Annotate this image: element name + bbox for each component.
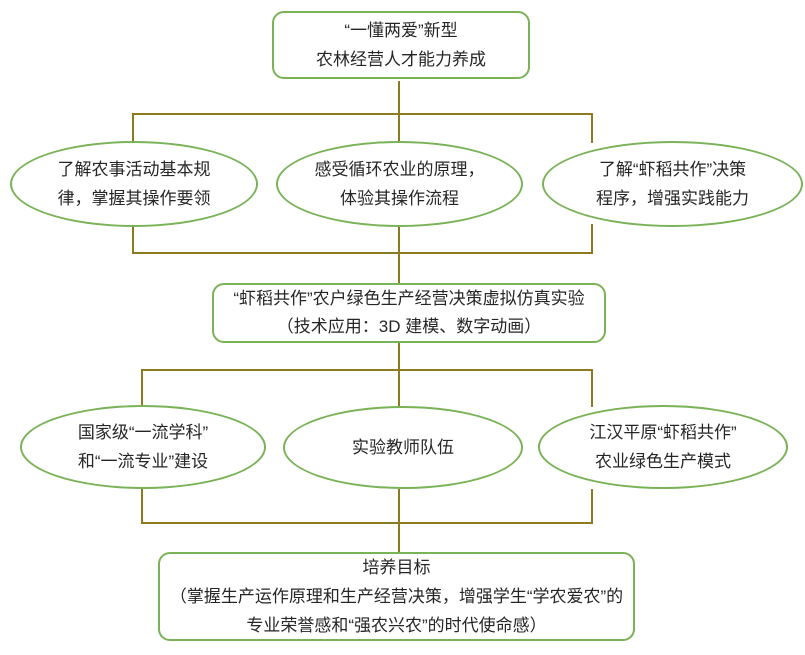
connector-row2-left-down-stub (141, 487, 143, 524)
node-text-line: 和“一流专业”建设 (77, 452, 209, 471)
node-text-line: “一懂两爱”新型 (344, 21, 458, 40)
node-text-line: 了解“虾稻共作”决策 (598, 160, 747, 179)
node-ellipse-decision-procedure: 了解“虾稻共作”决策 程序，增强实践能力 (542, 141, 803, 227)
node-text-line: 培养目标 (362, 558, 431, 577)
connector-row1-right-stub (591, 113, 593, 143)
node-virtual-simulation-experiment: “虾稻共作”农户绿色生产经营决策虚拟仿真实验 （技术应用：3D 建模、数字动画） (212, 283, 606, 343)
connector-row1-right-down-stub (591, 224, 593, 254)
connector-middle-center-vertical (398, 343, 400, 407)
node-text-line: 专业荣誉感和“强农兴农”的时代使命感） (246, 616, 547, 635)
node-training-objectives: 培养目标 （掌握生产运作原理和生产经营决策，增强学生“学农爱农”的 专业荣誉感和… (158, 552, 635, 641)
node-text-line: （技术应用：3D 建模、数字动画） (276, 317, 542, 336)
connector-merge2-center-vertical (398, 489, 400, 553)
connector-merge1-horizontal (132, 252, 593, 254)
node-text-line: 体验其操作流程 (340, 189, 459, 208)
node-ellipse-circular-agriculture: 感受循环农业的原理， 体验其操作流程 (276, 141, 523, 227)
connector-row2-left-stub (141, 369, 143, 407)
node-ellipse-green-production-model: 江汉平原“虾稻共作” 农业绿色生产模式 (538, 405, 788, 489)
node-ellipse-teacher-team: 实验教师队伍 (283, 406, 523, 489)
node-text-line: 江汉平原“虾稻共作” (589, 423, 737, 442)
node-text-line: 农业绿色生产模式 (595, 452, 731, 471)
connector-row1-left-stub (132, 113, 134, 143)
node-text-line: “虾稻共作”农户绿色生产经营决策虚拟仿真实验 (233, 289, 585, 308)
connector-row2-right-down-stub (591, 489, 593, 524)
connector-top-center-vertical (398, 81, 400, 143)
node-text-line: 国家级“一流学科” (77, 423, 209, 442)
node-text-line: 感受循环农业的原理， (314, 160, 485, 179)
node-ellipse-farming-rules: 了解农事活动基本规 律，掌握其操作要领 (10, 141, 258, 227)
connector-merge1-center-vertical (398, 226, 400, 284)
node-text-line: 实验教师队伍 (352, 438, 454, 457)
connector-row2-horizontal (141, 369, 593, 371)
node-text-line: 了解农事活动基本规 (57, 160, 211, 179)
node-top-talent-goal: “一懂两爱”新型 农林经营人才能力养成 (272, 11, 530, 79)
node-text-line: 程序，增强实践能力 (596, 189, 749, 208)
connector-row1-horizontal (132, 113, 593, 115)
node-text-line: 律，掌握其操作要领 (57, 189, 211, 208)
connector-merge2-horizontal (141, 522, 593, 524)
node-text-line: 农林经营人才能力养成 (316, 50, 486, 69)
node-text-line: （掌握生产运作原理和生产经营决策，增强学生“学农爱农”的 (169, 587, 624, 606)
connector-row2-right-stub (591, 369, 593, 407)
node-ellipse-first-class-discipline: 国家级“一流学科” 和“一流专业”建设 (20, 405, 266, 489)
connector-row1-left-down-stub (132, 224, 134, 254)
